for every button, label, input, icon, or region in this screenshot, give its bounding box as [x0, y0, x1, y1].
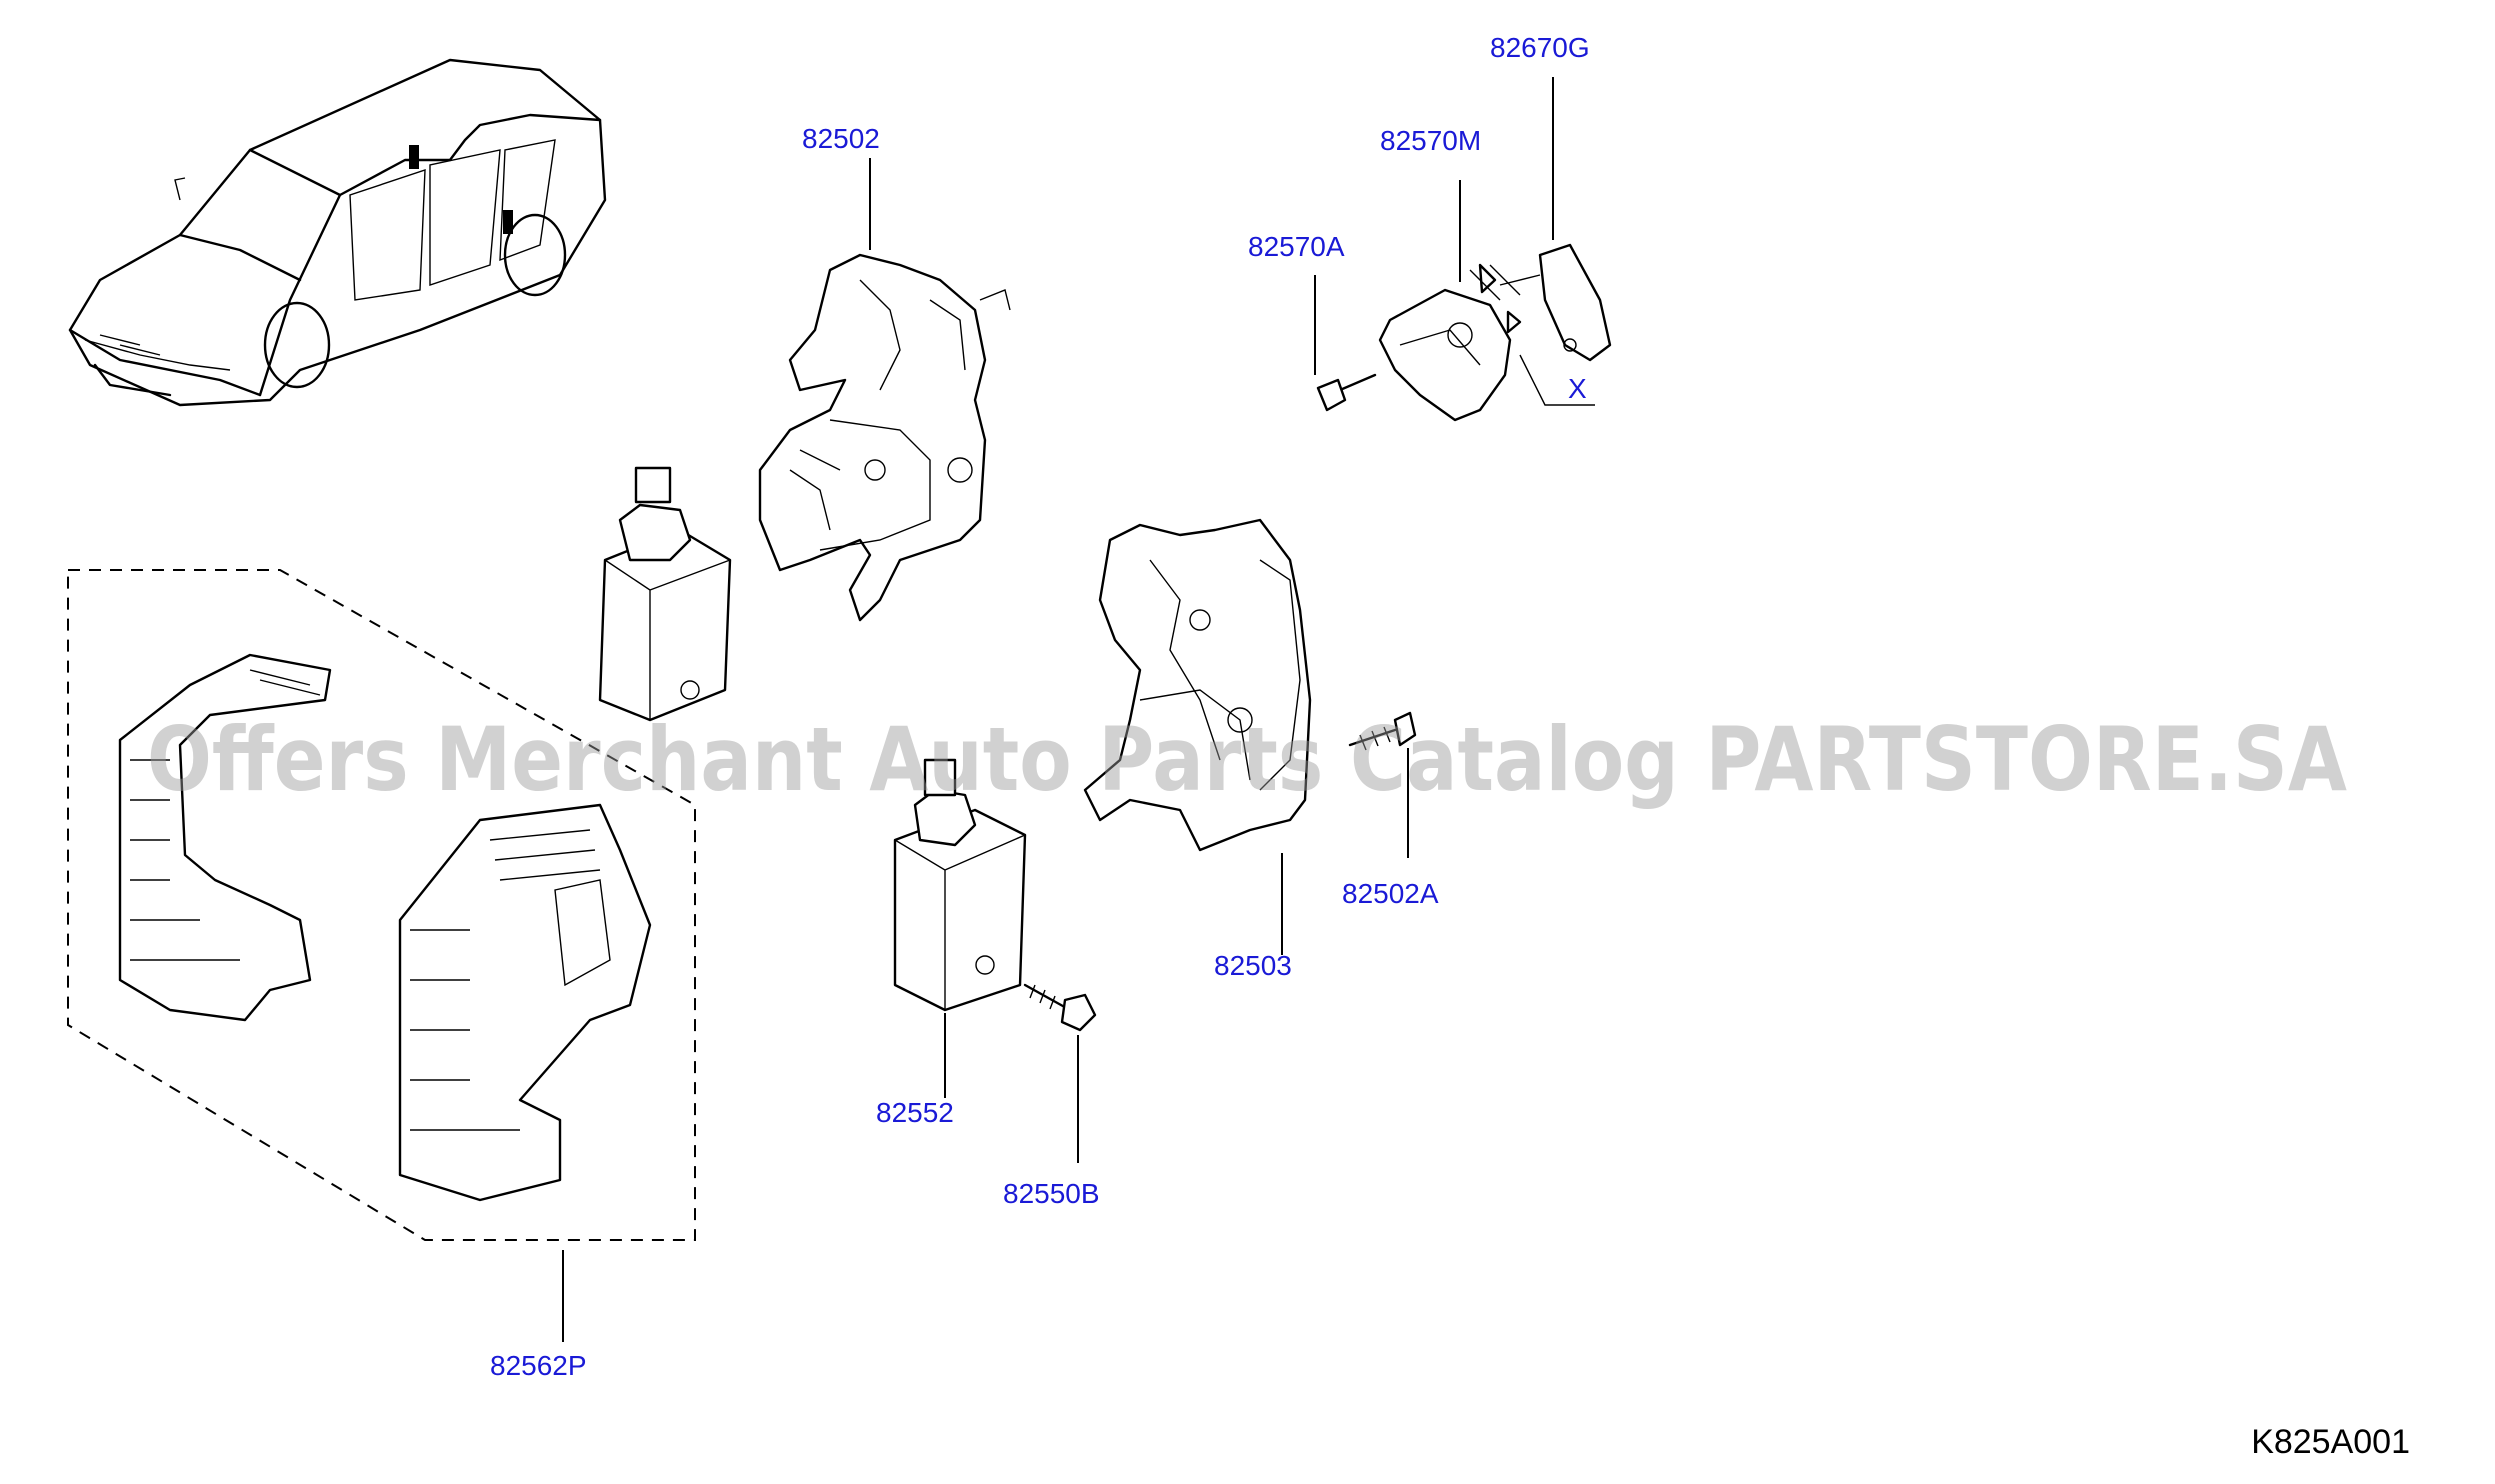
door-marker-front — [409, 145, 419, 169]
callout-82552: 82552 — [876, 1097, 954, 1128]
callout-82550B: 82550B — [1003, 1178, 1100, 1209]
door-lock-assembly-82503 — [1083, 518, 1312, 852]
callout-82562P: 82562P — [490, 1350, 587, 1381]
striker-82570M — [1378, 288, 1512, 422]
callout-82570M: 82570M — [1380, 125, 1481, 156]
callout-82570A: 82570A — [1248, 231, 1345, 262]
leader-lines — [562, 77, 1554, 1342]
callout-82670G: 82670G — [1490, 32, 1590, 63]
door-marker-rear — [503, 210, 513, 234]
shim-82670G — [1469, 243, 1612, 406]
bolt-82550B — [1023, 983, 1097, 1032]
car-illustration — [68, 58, 607, 407]
actuator-82552 — [893, 758, 1027, 1012]
callout-labels: 82670G 82570M 82570A 82502 82502A 82503 … — [490, 32, 1590, 1381]
marker-x: X — [1568, 373, 1587, 404]
actuator-upper — [598, 466, 732, 722]
callout-82502: 82502 — [802, 123, 880, 154]
door-lock-assembly-82502 — [758, 253, 1011, 622]
protector-set-82562P — [67, 569, 696, 1241]
callout-82502A: 82502A — [1342, 878, 1439, 909]
callout-82503: 82503 — [1214, 950, 1292, 981]
screw-82570A — [1316, 373, 1377, 412]
diagram-reference-code: K825A001 — [2251, 1423, 2410, 1461]
watermark-text: Offers Merchant Auto Parts Catalog PARTS… — [147, 708, 2347, 811]
screw-82502A — [1348, 711, 1417, 751]
